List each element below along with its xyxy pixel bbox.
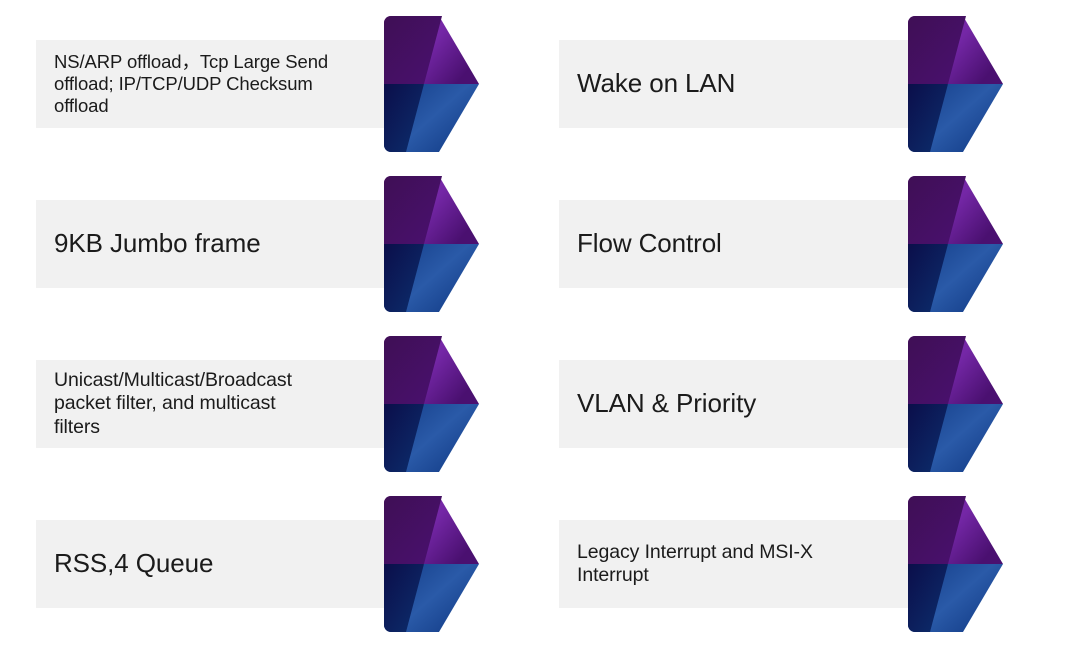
chevron-arrow-icon: [384, 176, 479, 312]
callout-label: 9KB Jumbo frame: [54, 228, 261, 259]
chevron-arrow-icon: [384, 16, 479, 152]
callout-plate: Legacy Interrupt and MSI-X Interrupt: [559, 520, 930, 608]
callout-plate: RSS,4 Queue: [36, 520, 411, 608]
chevron-arrow-icon: [384, 336, 479, 472]
callout-label: RSS,4 Queue: [54, 548, 214, 579]
callout-plate: 9KB Jumbo frame: [36, 200, 411, 288]
callout-label: Legacy Interrupt and MSI-X Interrupt: [577, 540, 813, 586]
callout-plate: Flow Control: [559, 200, 930, 288]
callout-label: VLAN & Priority: [577, 388, 757, 419]
chevron-arrow-icon: [908, 496, 1003, 632]
chevron-arrow-icon: [908, 336, 1003, 472]
callout-label: Wake on LAN: [577, 68, 736, 99]
callout-plate: Unicast/Multicast/Broadcast packet filte…: [36, 360, 411, 448]
callout-label: NS/ARP offload，Tcp Large Send offload; I…: [54, 50, 329, 117]
callout-plate: NS/ARP offload，Tcp Large Send offload; I…: [36, 40, 411, 128]
callout-plate: VLAN & Priority: [559, 360, 930, 448]
chevron-arrow-icon: [384, 496, 479, 632]
callout-label: Unicast/Multicast/Broadcast packet filte…: [54, 368, 292, 438]
callout-plate: Wake on LAN: [559, 40, 930, 128]
chevron-arrow-icon: [908, 176, 1003, 312]
chevron-arrow-icon: [908, 16, 1003, 152]
callout-label: Flow Control: [577, 228, 722, 259]
